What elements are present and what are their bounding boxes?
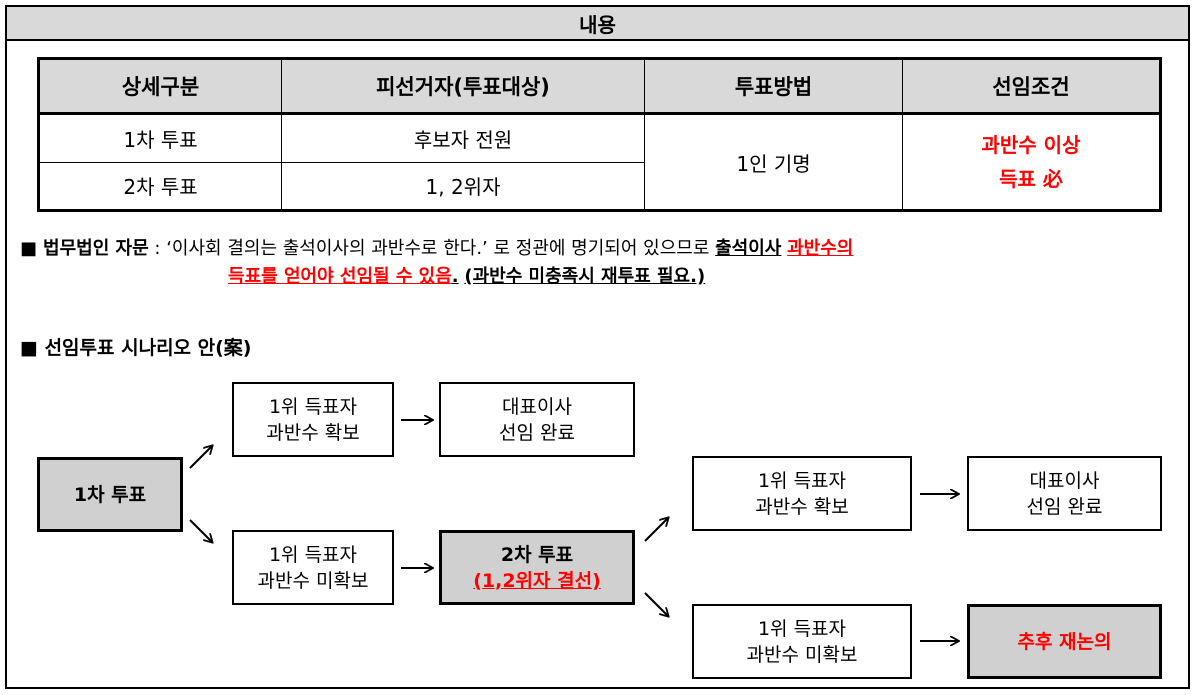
- table-row: 1차 투표 후보자 전원 1인 기명 과반수 이상 득표 必: [38, 113, 1161, 211]
- box-a-fail: 1위 득표자 과반수 미확보: [232, 530, 394, 605]
- arrow-down-right-icon: [189, 519, 212, 542]
- vote-table: 상세구분 피선거자(투표대상) 투표방법 선임조건 1차 투표 후보자 전원 1…: [37, 57, 1162, 212]
- table-row: 2차 투표 1, 2위자: [38, 161, 1161, 211]
- col-header-condition: 선임조건: [902, 58, 1161, 115]
- condition-line-1: 과반수 이상: [981, 133, 1081, 157]
- legal-advice-period: .: [451, 266, 459, 287]
- arrow-up-right-icon: [189, 446, 212, 469]
- square-bullet-icon: ■: [20, 238, 38, 259]
- section-header-title: 내용: [579, 12, 616, 37]
- cell-condition: 과반수 이상 득표 必: [902, 113, 1161, 211]
- legal-advice-colon: :: [154, 238, 161, 259]
- cell-candidates: 후보자 전원: [281, 113, 645, 163]
- legal-advice-note: (과반수 미충족시 재투표 필요.): [464, 266, 706, 287]
- legal-advice-text: ‘이사회 결의는 출석이사의 과반수로 한다.’ 로 정관에 명기되어 있으므로: [166, 238, 710, 259]
- cell-candidates: 1, 2위자: [281, 161, 645, 211]
- legal-advice-emph-red-2: 득표를 얻어야 선임될 수 있음: [228, 266, 452, 287]
- col-header-method: 투표방법: [644, 58, 903, 115]
- legal-advice-label: 법무법인 자문: [43, 238, 149, 259]
- box-b-fail: 1위 득표자 과반수 미확보: [692, 604, 912, 679]
- box-first-vote: 1차 투표: [37, 457, 183, 532]
- arrow-down-right-icon: [644, 592, 668, 616]
- cell-category: 2차 투표: [38, 161, 282, 211]
- cell-category: 1차 투표: [38, 113, 282, 163]
- box-later: 추후 재논의: [967, 604, 1162, 679]
- legal-advice-emph-red-1: 과반수의: [787, 238, 854, 259]
- square-bullet-icon: ■: [20, 337, 38, 359]
- cell-method: 1인 기명: [644, 113, 903, 211]
- box-second-vote: 2차 투표 (1,2위자 결선): [439, 530, 635, 605]
- section-header: 내용: [7, 7, 1188, 41]
- box-b-done: 대표이사 선임 완료: [967, 456, 1162, 531]
- box-a-majority: 1위 득표자 과반수 확보: [232, 382, 394, 457]
- arrow-up-right-icon: [644, 518, 668, 542]
- condition-line-2: 득표 必: [999, 167, 1063, 191]
- second-vote-sub: (1,2위자 결선): [473, 569, 601, 592]
- document-frame: [5, 5, 1190, 689]
- legal-advice-emph-black: 출석이사: [715, 238, 782, 259]
- box-b-majority: 1위 득표자 과반수 확보: [692, 456, 912, 531]
- legal-advice-paragraph: ■법무법인 자문 : ‘이사회 결의는 출석이사의 과반수로 한다.’ 로 정관…: [20, 235, 1180, 291]
- table-header-row: 상세구분 피선거자(투표대상) 투표방법 선임조건: [38, 58, 1161, 115]
- scenario-title: ■ 선임투표 시나리오 안(案): [20, 337, 252, 359]
- box-a-done: 대표이사 선임 완료: [439, 382, 635, 457]
